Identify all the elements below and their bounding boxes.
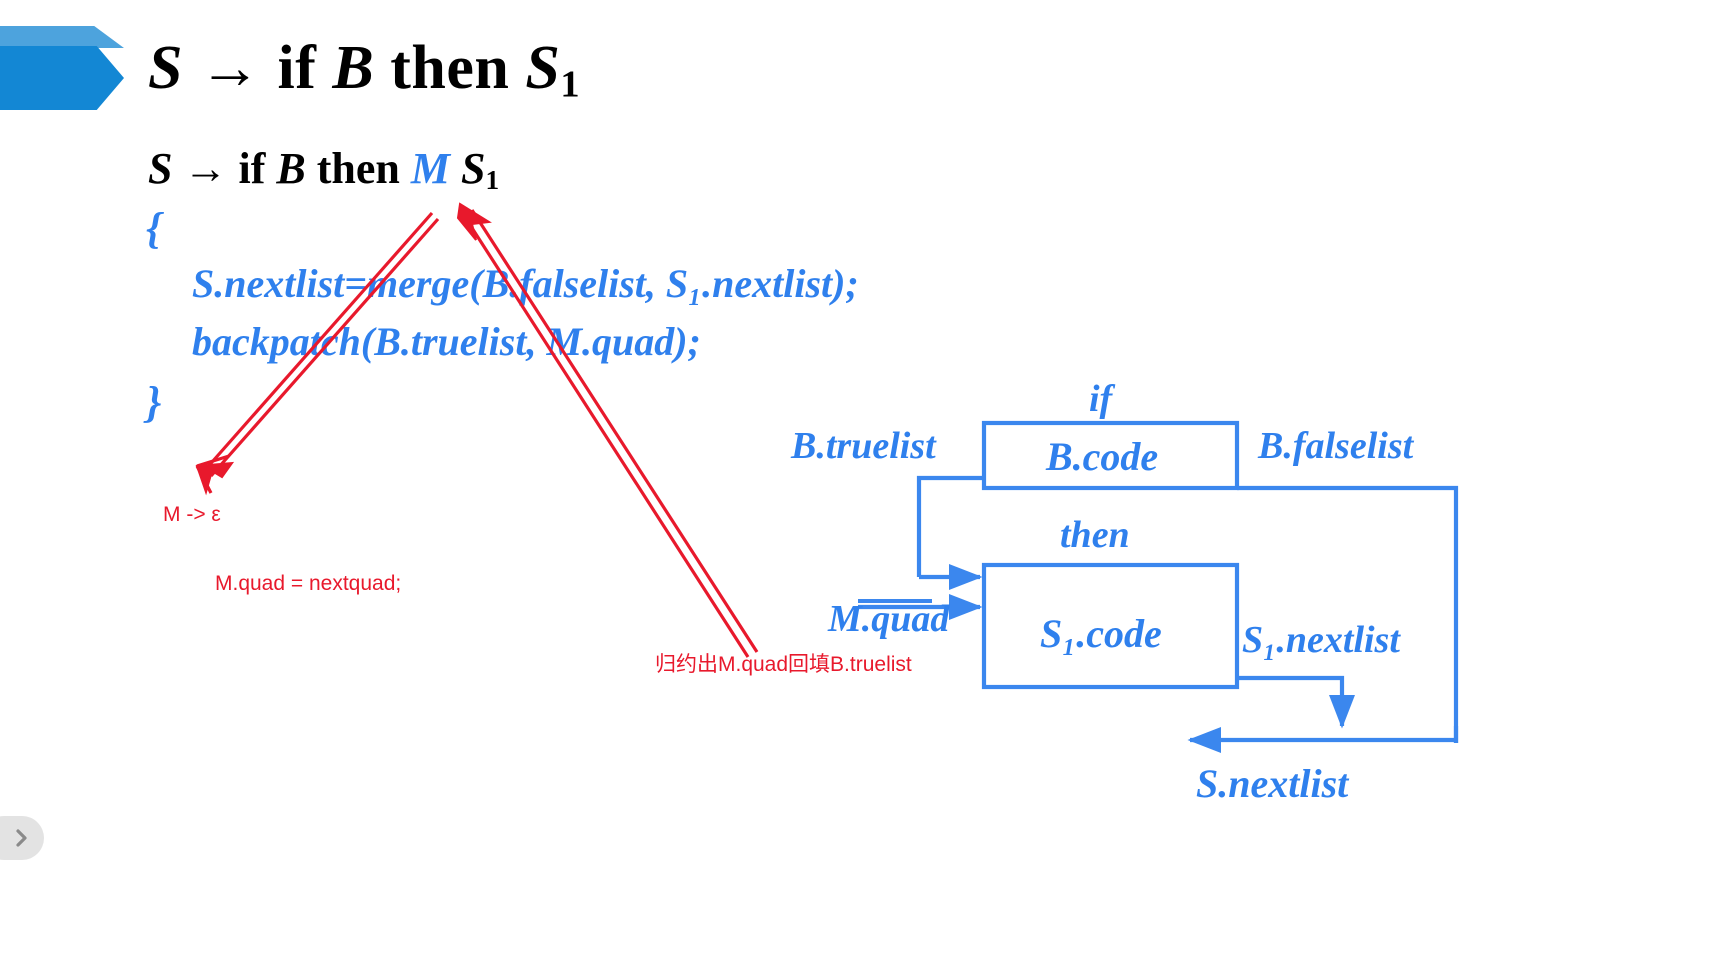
code-close-brace: }: [146, 378, 162, 427]
code-line-nextlist: S.nextlist=merge(B.falselist, S₁.nextlis…: [192, 261, 859, 306]
code-open-brace: {: [146, 204, 162, 253]
title-nonterminal-s: S: [525, 34, 561, 102]
prod-arrow: →: [183, 144, 228, 193]
page-title: S → if B then S1: [148, 33, 580, 106]
title-lead: S: [148, 34, 183, 102]
chevron-banner-icon: [0, 26, 124, 110]
diagram-label-m-quad: M.quad: [828, 598, 950, 640]
chevron-right-icon: [16, 829, 27, 847]
title-nonterminal-b: B: [332, 34, 375, 102]
prod-keyword-then: then: [316, 144, 400, 193]
diagram-label-b-falselist: B.falselist: [1258, 425, 1414, 467]
annotation-m-epsilon: M -> ε: [163, 503, 221, 526]
title-arrow: →: [198, 34, 262, 102]
title-subscript: 1: [560, 63, 581, 106]
annotation-m-quad-assign: M.quad = nextquad;: [215, 572, 402, 595]
banner-body: [0, 46, 124, 110]
prod-keyword-if: if: [238, 144, 266, 193]
prod-marker-m: M: [410, 144, 450, 193]
diagram-label-s1-code: S₁.code: [1040, 611, 1162, 656]
annotation-reduce-note: 归约出M.quad回填B.truelist: [655, 653, 912, 676]
diagram-label-b-code: B.code: [1046, 434, 1159, 479]
title-keyword-then: then: [390, 34, 510, 102]
prod-subscript: 1: [485, 165, 500, 195]
prod-lead: S: [148, 144, 173, 193]
prod-nonterminal-b: B: [276, 144, 306, 193]
diagram-label-if: if: [1089, 378, 1113, 420]
diagram-label-b-truelist: B.truelist: [791, 425, 936, 467]
diagram-label-s1-nextlist: S₁.nextlist: [1242, 619, 1400, 661]
production-rule: S → if B then M S1: [148, 143, 499, 196]
banner-top-strip: [0, 26, 124, 48]
title-keyword-if: if: [277, 34, 317, 102]
prod-nonterminal-s: S: [460, 144, 486, 193]
next-slide-button[interactable]: [0, 816, 44, 860]
diagram-label-s-nextlist: S.nextlist: [1196, 761, 1349, 806]
diagram-label-then: then: [1060, 514, 1130, 556]
code-line-backpatch: backpatch(B.truelist, M.quad);: [192, 319, 701, 364]
